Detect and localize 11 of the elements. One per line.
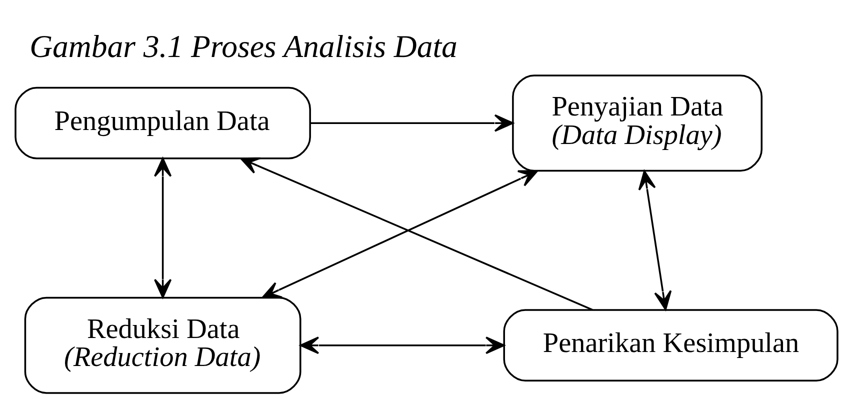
diagram-title: Gambar 3.1 Proses Analisis Data bbox=[30, 28, 458, 64]
node-box: Penarikan Kesimpulan bbox=[503, 309, 838, 382]
node-box: Pengumpulan Data bbox=[14, 86, 311, 160]
arrow bbox=[300, 336, 505, 354]
node-box: Penyajian Data (Data Display) bbox=[512, 74, 763, 172]
arrow bbox=[310, 114, 514, 132]
node-box: Reduksi Data (Reduction Data) bbox=[24, 296, 302, 394]
arrow bbox=[240, 157, 593, 311]
arrow bbox=[154, 158, 172, 298]
arrow bbox=[262, 170, 538, 298]
arrow bbox=[638, 170, 672, 310]
